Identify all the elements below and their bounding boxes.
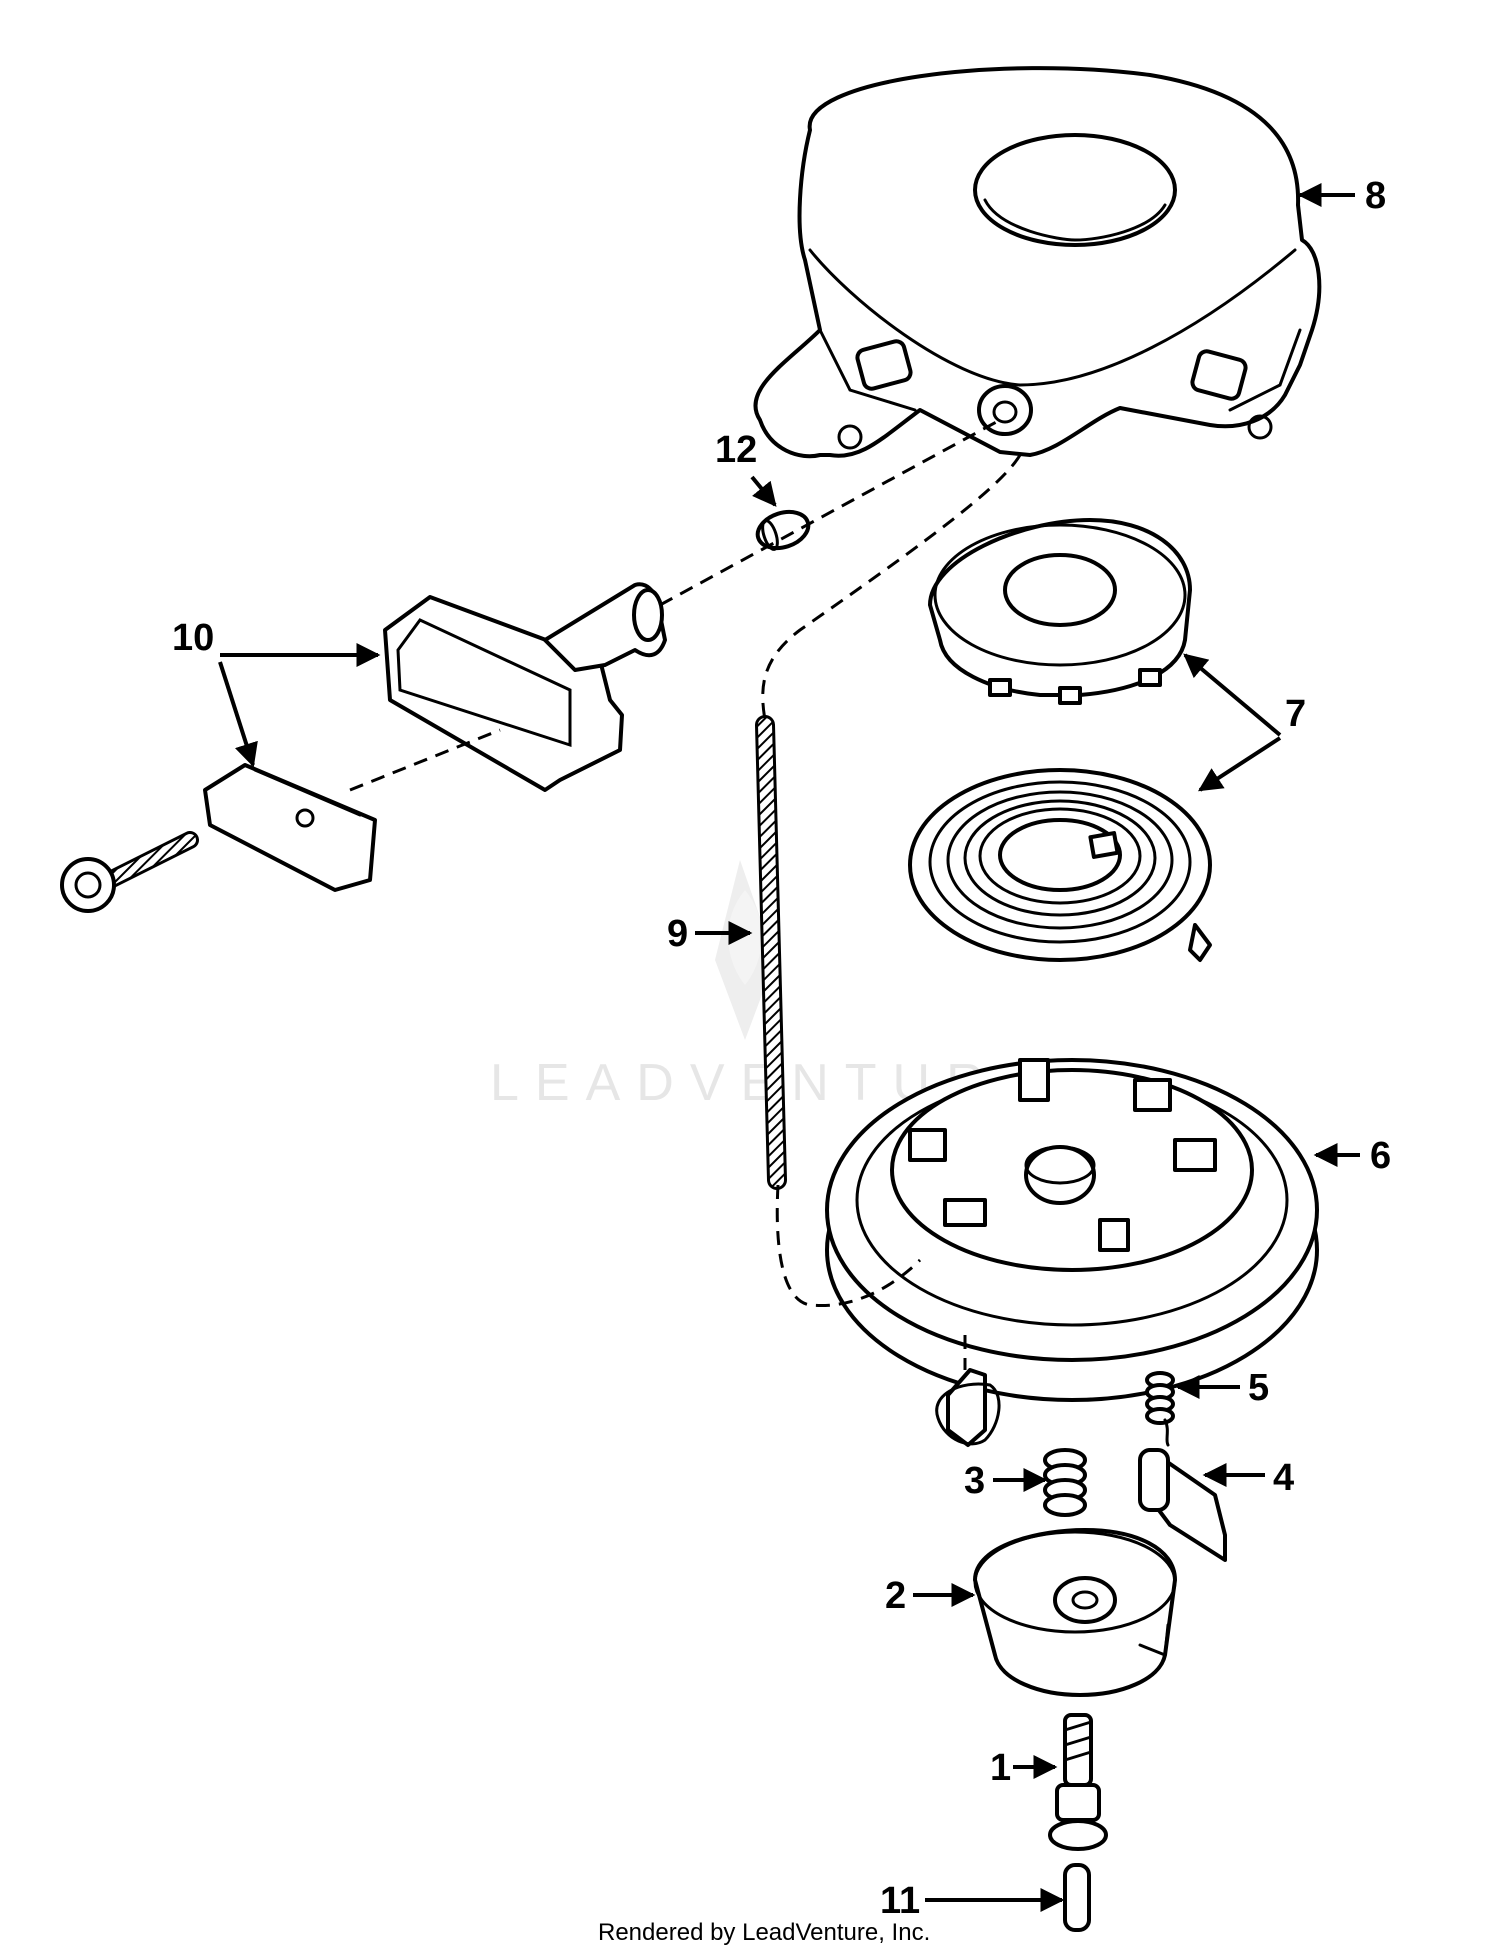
part-5-spring: [1145, 1371, 1175, 1447]
part-2-pawl-retainer: [973, 1528, 1177, 1697]
callout-11: 11: [880, 1880, 920, 1922]
callout-labels: 8 12 10 7 9 6 5 4 3 2 1 11: [172, 175, 1391, 1922]
assembly-line-rope-path: [761, 454, 1022, 721]
part-11-pin: [1063, 1863, 1091, 1932]
callout-12: 12: [715, 429, 757, 471]
part-7-spring-cover: [928, 518, 1192, 705]
callout-4: 4: [1273, 1457, 1294, 1499]
callout-leaders: [218, 183, 1360, 1912]
callout-2: 2: [885, 1575, 906, 1617]
part-1-shoulder-screw: [1048, 1713, 1108, 1851]
part-6-pulley: [825, 1058, 1319, 1402]
callout-8: 8: [1365, 175, 1386, 217]
callout-7: 7: [1285, 693, 1306, 735]
callout-5: 5: [1248, 1367, 1269, 1409]
callout-3: 3: [964, 1460, 985, 1502]
leader-7b: [1197, 736, 1282, 792]
leader-12: [750, 475, 777, 507]
callout-10: 10: [172, 617, 214, 659]
assembly-line-handle-to-housing: [659, 418, 1001, 607]
footer-credit: Rendered by LeadVenture, Inc.: [598, 1919, 930, 1946]
assembly-line-rope-to-pulley: [775, 1184, 922, 1308]
leader-10b: [218, 661, 258, 768]
part-3-spring: [1043, 1448, 1087, 1517]
handle-screw: [60, 831, 199, 913]
callout-6: 6: [1370, 1135, 1391, 1177]
part-9-starter-rope: [755, 715, 787, 1190]
part-12-rope-insert: [755, 509, 811, 551]
part-10-starter-handle: [383, 582, 667, 792]
callout-1: 1: [990, 1747, 1011, 1789]
part-10-handle-retainer: [203, 763, 377, 892]
part-4-pawl: [1138, 1448, 1227, 1562]
part-7-recoil-spring: [908, 768, 1212, 962]
pulley-hub-screw: [935, 1368, 1001, 1447]
part-8-housing: [753, 66, 1322, 459]
assembly-line-retainer-to-handle: [349, 728, 501, 792]
leader-7a: [1183, 653, 1282, 737]
callout-9: 9: [667, 913, 688, 955]
